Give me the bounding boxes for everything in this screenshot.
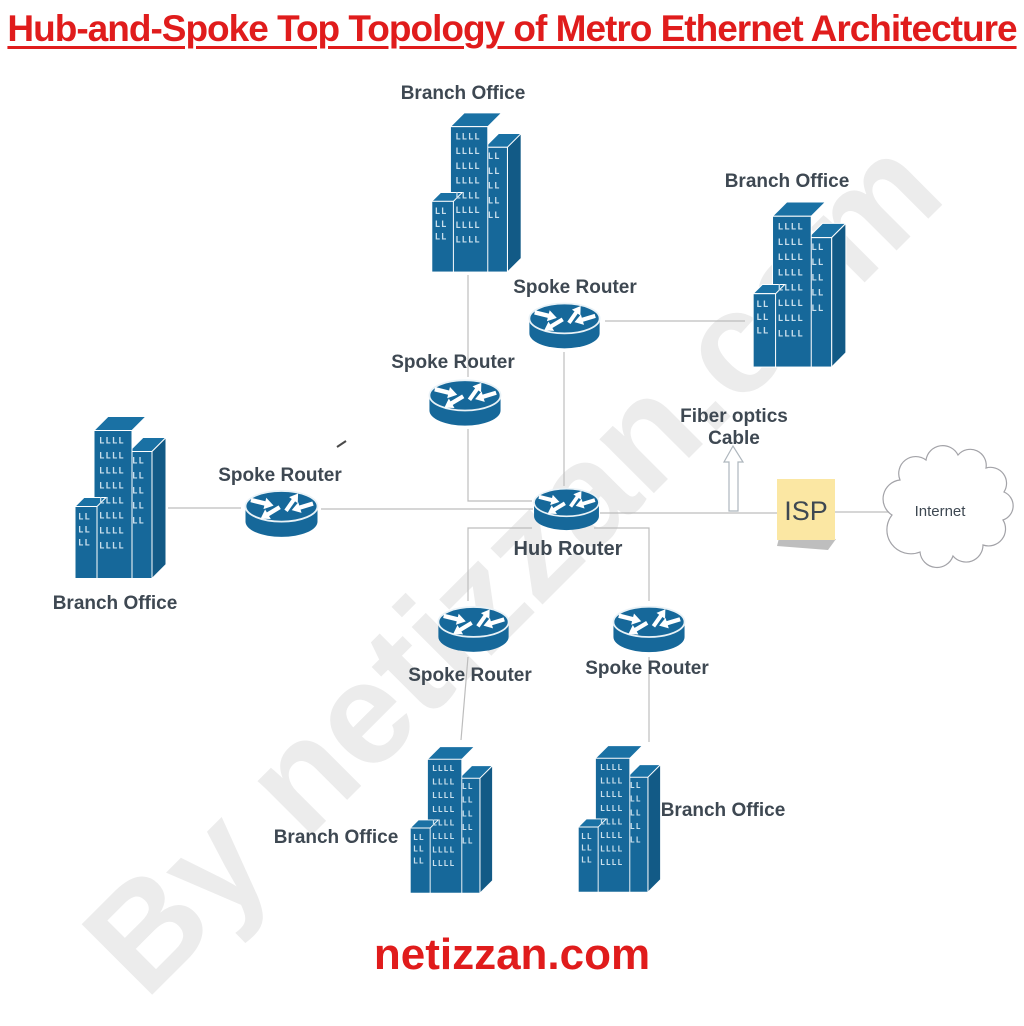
- isp-note-shadow: [777, 538, 836, 550]
- label-branch-office-bottom-right: Branch Office: [660, 800, 786, 821]
- label-branch-office-bottom-left: Branch Office: [273, 827, 399, 848]
- label-spoke-router-bottom-left: Spoke Router: [408, 665, 532, 686]
- label-branch-office-top-right: Branch Office: [724, 171, 850, 192]
- internet-cloud-icon: [882, 445, 1014, 569]
- link-hub-bottomleftspoke: [467, 527, 532, 601]
- link-bottomleftspoke-building: [460, 656, 469, 741]
- building-icon-left: [74, 415, 167, 580]
- building-icon-top: [431, 112, 522, 273]
- label-branch-office-top: Branch Office: [400, 83, 526, 104]
- label-internet: Internet: [914, 503, 966, 520]
- label-spoke-router-left: Spoke Router: [218, 465, 342, 486]
- page-title: Hub-and-Spoke Top Topology of Metro Ethe…: [7, 8, 1017, 49]
- stray-mark: [336, 440, 347, 448]
- label-fiber-optics-line2: Cable: [708, 427, 760, 449]
- isp-note: [777, 479, 836, 550]
- router-icon-spoke-bottom-right: [612, 605, 686, 654]
- router-icon-spoke-upper: [528, 302, 601, 350]
- router-icon-hub: [533, 487, 600, 531]
- fiber-up-arrow-icon: [722, 444, 745, 512]
- label-fiber-optics: Fiber optics Cable: [654, 406, 814, 450]
- label-spoke-router-middle: Spoke Router: [391, 352, 515, 373]
- link-hub-bottomrightspoke: [594, 527, 650, 601]
- label-spoke-router-upper: Spoke Router: [513, 277, 637, 298]
- router-icon-spoke-middle: [428, 378, 502, 427]
- router-icon-spoke-left: [244, 489, 319, 538]
- label-spoke-router-bottom-right: Spoke Router: [585, 658, 709, 679]
- label-isp: ISP: [784, 496, 828, 526]
- building-icon-bottom-left: [409, 746, 494, 894]
- link-middlespoke-hub: [467, 429, 532, 502]
- label-fiber-optics-line1: Fiber optics: [680, 406, 788, 427]
- footer-brand: netizzan.com: [373, 930, 651, 979]
- connection-lines: [168, 275, 893, 742]
- label-hub-router: Hub Router: [513, 538, 623, 560]
- building-icon-top-right: [752, 201, 847, 368]
- sticky-note-icon: [777, 479, 835, 540]
- router-icon-spoke-bottom-left: [437, 605, 510, 653]
- label-branch-office-left: Branch Office: [52, 593, 178, 614]
